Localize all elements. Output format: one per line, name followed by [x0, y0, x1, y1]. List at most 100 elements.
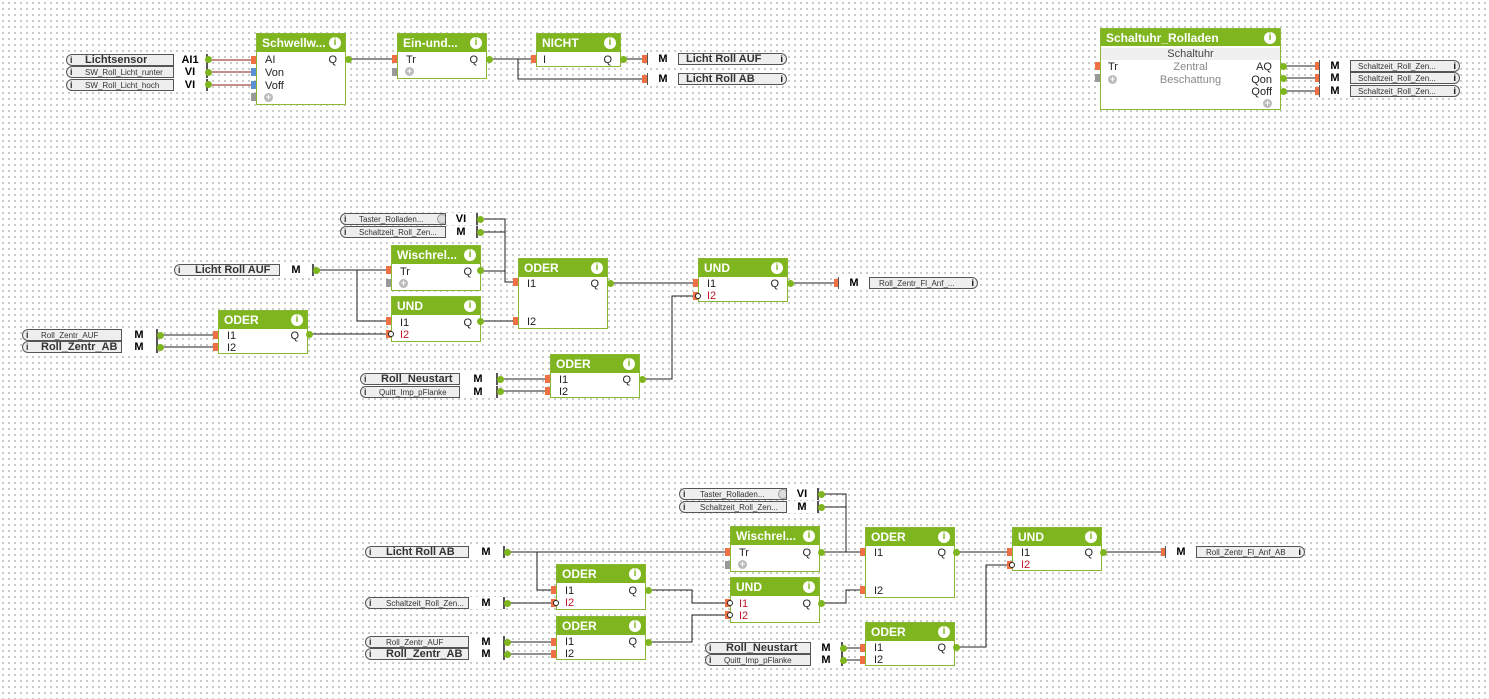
input-pin[interactable]: [531, 55, 536, 63]
info-icon[interactable]: i: [344, 214, 347, 224]
input-pin[interactable]: [386, 266, 391, 274]
output-variable[interactable]: M Roll_Zentr_Fl_Anf_... i: [838, 277, 978, 289]
output-pin[interactable]: [477, 229, 484, 236]
info-icon[interactable]: i: [803, 581, 815, 593]
input-variable[interactable]: i SW_Roll_Licht_hoch VI: [66, 79, 208, 91]
input-pin[interactable]: [1315, 62, 1320, 70]
info-icon[interactable]: i: [803, 530, 815, 542]
output-variable[interactable]: M Schaltzeit_Roll_Zen... i: [1319, 85, 1460, 97]
input-variable[interactable]: i Roll_Zentr_AB M: [365, 648, 505, 660]
input-pin[interactable]: [551, 638, 556, 646]
info-icon[interactable]: i: [70, 67, 73, 77]
output-pin[interactable]: [157, 332, 164, 339]
info-icon[interactable]: i: [1264, 32, 1276, 44]
output-pin[interactable]: [1280, 75, 1287, 82]
input-pin[interactable]: [1315, 74, 1320, 82]
input-variable[interactable]: i Quitt_Imp_pFlanke M: [705, 654, 843, 666]
output-pin[interactable]: [1280, 63, 1287, 70]
input-pin[interactable]: [860, 586, 865, 594]
info-icon[interactable]: i: [369, 649, 372, 659]
info-icon[interactable]: i: [629, 620, 641, 632]
output-pin[interactable]: [205, 81, 212, 88]
info-icon[interactable]: i: [26, 330, 29, 340]
input-pin[interactable]: [251, 93, 256, 101]
input-variable[interactable]: i Roll_Zentr_AUF M: [365, 636, 505, 648]
input-variable[interactable]: i Schaltzeit_Roll_Zen... M: [365, 597, 505, 609]
info-icon[interactable]: i: [623, 358, 635, 370]
input-pin[interactable]: [551, 586, 556, 594]
info-icon[interactable]: i: [464, 249, 476, 261]
input-pin[interactable]: [386, 317, 391, 325]
input-pin[interactable]: [545, 375, 550, 383]
input-pin[interactable]: [1095, 74, 1100, 82]
info-icon[interactable]: i: [629, 568, 641, 580]
output-pin[interactable]: [477, 216, 484, 223]
info-icon[interactable]: i: [178, 265, 181, 275]
output-variable[interactable]: M Roll_Zentr_Fl_Anf_AB i: [1165, 546, 1305, 558]
output-pin[interactable]: [313, 267, 320, 274]
info-icon[interactable]: i: [70, 80, 73, 90]
output-pin[interactable]: [840, 657, 847, 664]
output-pin[interactable]: [486, 56, 493, 63]
input-pin[interactable]: [251, 81, 256, 89]
block-ein-und[interactable]: Ein-und...i Tr Q +: [397, 33, 487, 79]
info-icon[interactable]: i: [369, 637, 372, 647]
plus-icon[interactable]: +: [264, 92, 273, 102]
info-icon[interactable]: i: [771, 262, 783, 274]
input-pin[interactable]: [551, 650, 556, 658]
info-icon[interactable]: i: [604, 37, 616, 49]
input-variable[interactable]: i Roll_Neustart M: [705, 642, 843, 654]
info-icon[interactable]: i: [464, 300, 476, 312]
input-pin[interactable]: [1315, 87, 1320, 95]
input-pin[interactable]: [213, 343, 218, 351]
input-pin[interactable]: [693, 279, 698, 287]
input-pin[interactable]: [642, 75, 647, 83]
input-pin[interactable]: [1007, 548, 1012, 556]
output-pin[interactable]: [477, 318, 484, 325]
plus-icon[interactable]: +: [738, 559, 747, 569]
input-pin[interactable]: [392, 55, 397, 63]
input-pin[interactable]: [513, 278, 518, 286]
input-pin[interactable]: [642, 55, 647, 63]
input-pin[interactable]: [1095, 62, 1100, 70]
info-icon[interactable]: i: [26, 342, 29, 352]
info-icon[interactable]: i: [364, 374, 367, 384]
info-icon[interactable]: i: [709, 655, 712, 665]
output-pin[interactable]: [645, 639, 652, 646]
info-icon[interactable]: i: [1453, 73, 1456, 83]
input-pin[interactable]: [392, 68, 397, 76]
output-pin[interactable]: [1280, 88, 1287, 95]
input-variable[interactable]: i Quitt_Imp_pFlanke M: [360, 386, 498, 398]
info-icon[interactable]: i: [780, 74, 783, 84]
input-pin[interactable]: [725, 561, 730, 569]
input-variable[interactable]: i SW_Roll_Licht_runter VI: [66, 66, 208, 78]
output-pin[interactable]: [477, 267, 484, 274]
input-pin[interactable]: [860, 548, 865, 556]
output-pin[interactable]: [818, 549, 825, 556]
info-icon[interactable]: i: [971, 278, 974, 288]
info-icon[interactable]: i: [938, 531, 950, 543]
info-icon[interactable]: i: [1453, 61, 1456, 71]
input-variable[interactable]: i Roll_Neustart M: [360, 373, 498, 385]
output-pin[interactable]: [205, 56, 212, 63]
block-wischrelais[interactable]: Wischrel...i Tr Q +: [730, 526, 820, 572]
input-pin[interactable]: [860, 644, 865, 652]
output-pin[interactable]: [818, 600, 825, 607]
input-variable[interactable]: i Taster_Rolladen... VI: [679, 488, 819, 500]
info-icon[interactable]: i: [683, 502, 686, 512]
output-pin[interactable]: [639, 376, 646, 383]
output-pin[interactable]: [497, 388, 504, 395]
output-pin[interactable]: [645, 587, 652, 594]
output-pin[interactable]: [306, 331, 313, 338]
input-variable[interactable]: i Roll_Zentr_AB M: [22, 341, 158, 353]
info-icon[interactable]: i: [364, 387, 367, 397]
info-icon[interactable]: i: [329, 37, 341, 49]
info-icon[interactable]: i: [369, 547, 372, 557]
